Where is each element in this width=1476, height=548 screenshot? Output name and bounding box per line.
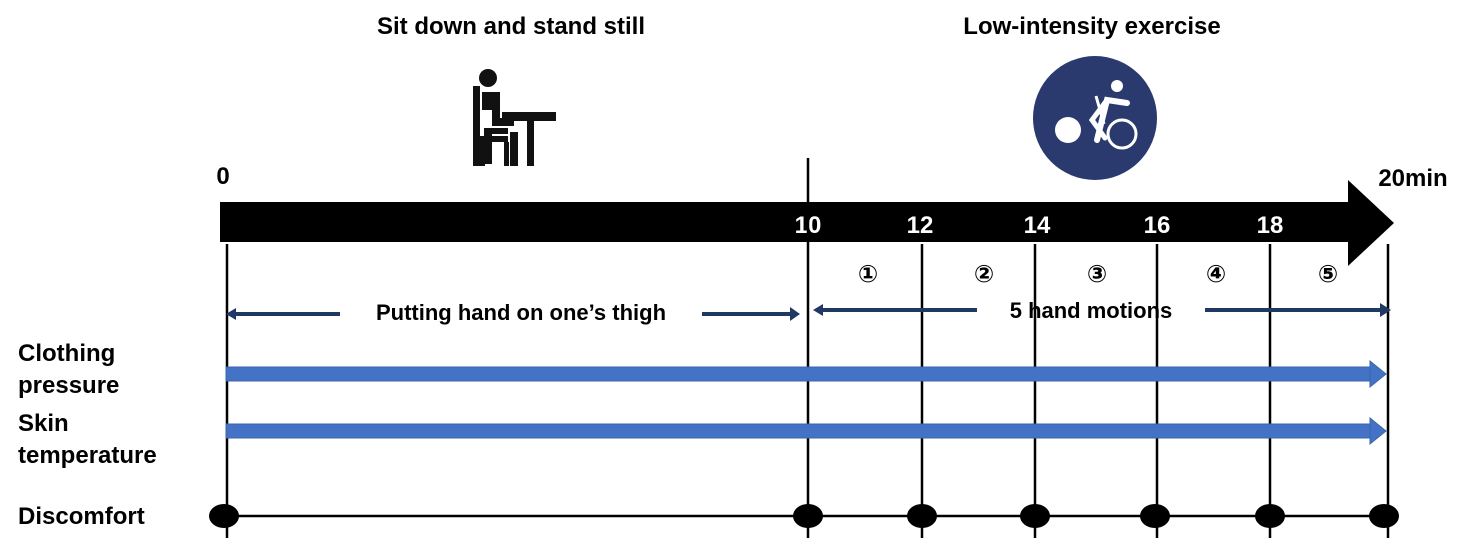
timeline-start-label: 0 xyxy=(216,163,229,190)
exercise-span-label: 5 hand motions xyxy=(1010,298,1173,323)
tick-label-14: 14 xyxy=(1024,212,1051,239)
clothing-pressure-arrow xyxy=(225,359,1387,389)
tick-label-18: 18 xyxy=(1257,212,1284,239)
discomfort-points xyxy=(209,504,1399,528)
discomfort-point-0 xyxy=(209,504,239,528)
clothing-pressure-label-line1: Clothing xyxy=(18,340,115,367)
discomfort-point-10 xyxy=(793,504,823,528)
discomfort-point-12 xyxy=(907,504,937,528)
tick-label-16: 16 xyxy=(1144,212,1171,239)
vertical-guides xyxy=(225,158,1390,538)
discomfort-point-14 xyxy=(1020,504,1050,528)
clothing-pressure-label-line2: pressure xyxy=(18,372,119,399)
discomfort-point-18 xyxy=(1255,504,1285,528)
skin-temperature-label-line2: temperature xyxy=(18,442,157,469)
rest-span-label: Putting hand on one’s thigh xyxy=(376,300,666,325)
rest-phase-title: Sit down and stand still xyxy=(377,13,645,40)
motion-marker-5: ⑤ xyxy=(1318,261,1338,288)
person-sitting-at-desk-icon xyxy=(473,69,556,166)
timeline-arrow xyxy=(220,180,1394,266)
motion-marker-2: ② xyxy=(974,261,994,288)
cyclist-icon xyxy=(1033,56,1157,180)
discomfort-point-16 xyxy=(1140,504,1170,528)
discomfort-label: Discomfort xyxy=(18,503,145,530)
exercise-phase-title: Low-intensity exercise xyxy=(963,13,1220,40)
tick-label-12: 12 xyxy=(907,212,934,239)
rest-span-arrow xyxy=(226,307,800,321)
motion-marker-4: ④ xyxy=(1206,261,1226,288)
motion-marker-3: ③ xyxy=(1087,261,1107,288)
timeline-end-label: 20min xyxy=(1378,165,1447,192)
exercise-span-arrow xyxy=(813,303,1391,317)
skin-temperature-arrow xyxy=(225,416,1387,446)
motion-marker-1: ① xyxy=(858,261,878,288)
discomfort-point-20 xyxy=(1369,504,1399,528)
skin-temperature-label-line1: Skin xyxy=(18,410,69,437)
